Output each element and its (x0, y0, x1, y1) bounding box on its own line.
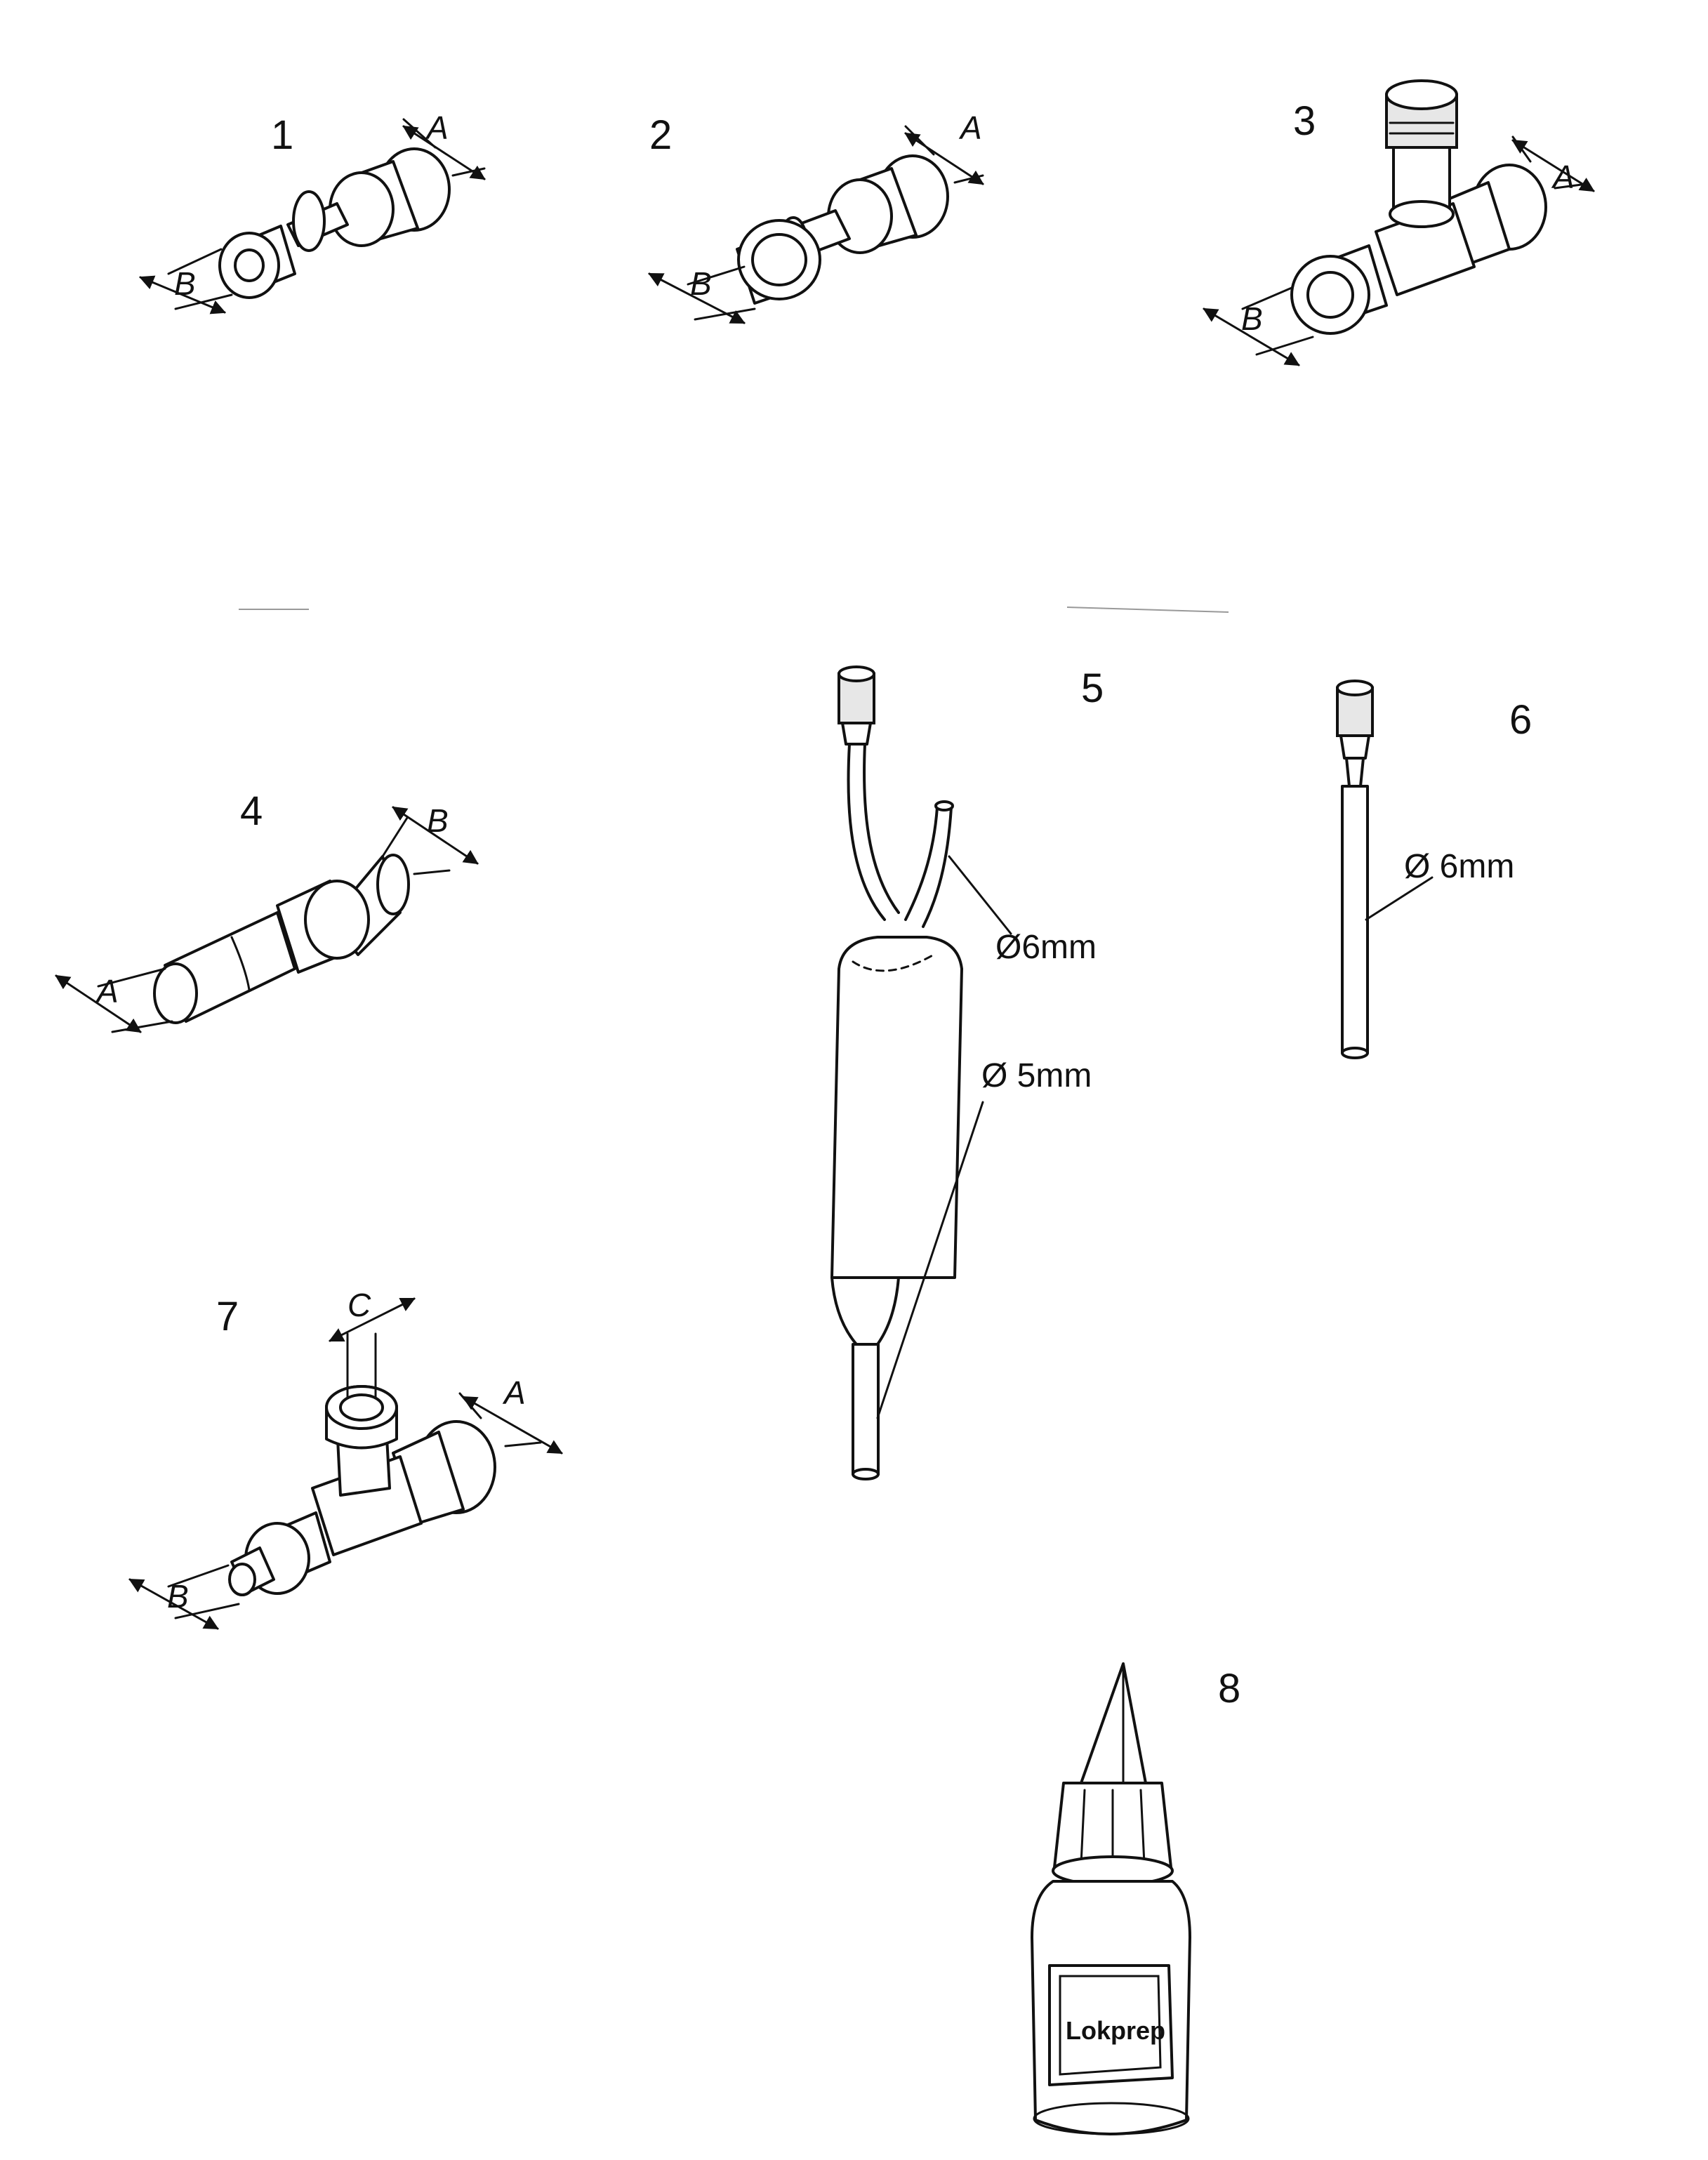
dim-label-a: A (1551, 159, 1575, 195)
fitting-4 (55, 806, 479, 1033)
dim-label-a: A (425, 110, 449, 146)
fitting-2 (648, 125, 984, 324)
item-number-1: 1 (271, 112, 293, 158)
item-number-8: 8 (1218, 1666, 1240, 1711)
fitting-5 (830, 665, 1012, 1480)
dim-label-b: B (167, 1578, 189, 1615)
item-number-2: 2 (649, 112, 672, 158)
bottle-brand-label: Lokprep (1066, 2016, 1165, 2045)
item-number-6: 6 (1509, 697, 1532, 743)
dim-label-c: C (347, 1287, 371, 1323)
item-number-4: 4 (240, 788, 263, 834)
scan-line (1066, 607, 1229, 613)
dim-label-a: A (958, 110, 982, 146)
lokprep-bottle (1031, 1662, 1191, 2135)
fitting-6 (1336, 680, 1434, 1059)
item-number-7: 7 (216, 1294, 239, 1339)
item-number-5: 5 (1081, 665, 1104, 711)
diameter-label-6mm: Ø6mm (995, 929, 1097, 966)
dim-label-b: B (1241, 300, 1263, 337)
fitting-1 (139, 118, 486, 314)
diameter-label-5mm: Ø 5mm (981, 1057, 1092, 1094)
item-number-3: 3 (1293, 98, 1316, 144)
dim-label-b: B (690, 265, 712, 302)
fitting-3 (1203, 79, 1595, 366)
diameter-label-6mm-b: Ø 6mm (1404, 848, 1514, 885)
dim-label-a: A (95, 973, 119, 1009)
dim-label-b: B (427, 802, 449, 839)
dim-label-a: A (502, 1374, 526, 1411)
dim-label-b: B (174, 265, 196, 302)
fitting-7 (128, 1297, 563, 1630)
